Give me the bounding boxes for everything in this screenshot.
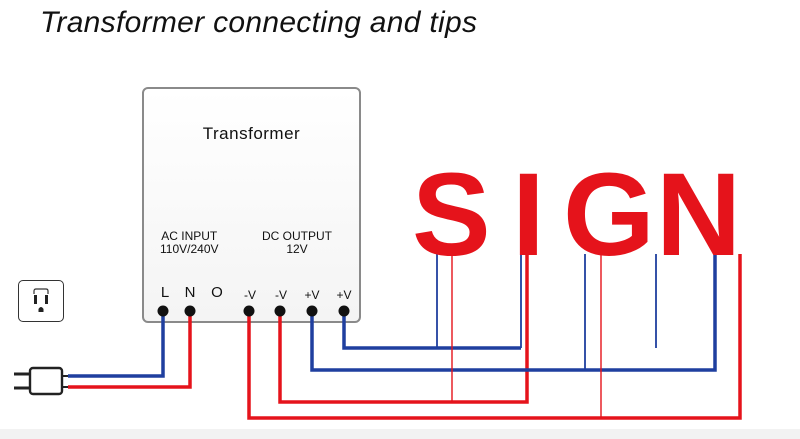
ac-input-label: AC INPUT 110V/240V bbox=[160, 230, 219, 256]
power-outlet-icon bbox=[18, 280, 64, 322]
transformer-box: Transformer AC INPUT 110V/240V DC OUTPUT… bbox=[142, 87, 361, 323]
terminal-label-l: L bbox=[160, 284, 170, 301]
sign-letter-g: G bbox=[563, 149, 655, 281]
terminal-label-n: N bbox=[184, 284, 196, 301]
ac-wire-l bbox=[68, 312, 165, 378]
terminal-dots bbox=[157, 305, 350, 317]
dc-output-line2: 12V bbox=[286, 242, 308, 256]
terminal-label-pos-1: +V bbox=[304, 288, 320, 302]
dc-wire-neg-1 bbox=[247, 254, 742, 420]
dc-wire-pos-1 bbox=[310, 254, 717, 372]
bottom-strip bbox=[0, 429, 800, 439]
ac-input-line2: 110V/240V bbox=[160, 242, 219, 256]
ac-wire-n bbox=[68, 312, 192, 389]
sign-letter-s: S bbox=[412, 149, 491, 281]
sign-letter-n: N bbox=[656, 149, 742, 281]
sign-letter-i: I bbox=[512, 149, 545, 281]
terminal-label-pos-2: +V bbox=[336, 288, 352, 302]
transformer-label: Transformer bbox=[202, 124, 301, 143]
page-title: Transformer connecting and tips bbox=[40, 6, 478, 39]
dc-wire-pos-2 bbox=[342, 312, 521, 350]
terminal-label-neg-1: -V bbox=[244, 288, 256, 302]
ac-input-line1: AC INPUT bbox=[161, 229, 218, 243]
power-plug-icon bbox=[14, 366, 68, 396]
dc-output-line1: DC OUTPUT bbox=[262, 229, 332, 243]
dc-wire-neg-2 bbox=[278, 254, 529, 404]
terminal-label-o: O bbox=[211, 284, 223, 301]
sign-taps bbox=[436, 254, 657, 418]
dc-output-label: DC OUTPUT 12V bbox=[262, 230, 332, 256]
terminal-label-neg-2: -V bbox=[275, 288, 287, 302]
